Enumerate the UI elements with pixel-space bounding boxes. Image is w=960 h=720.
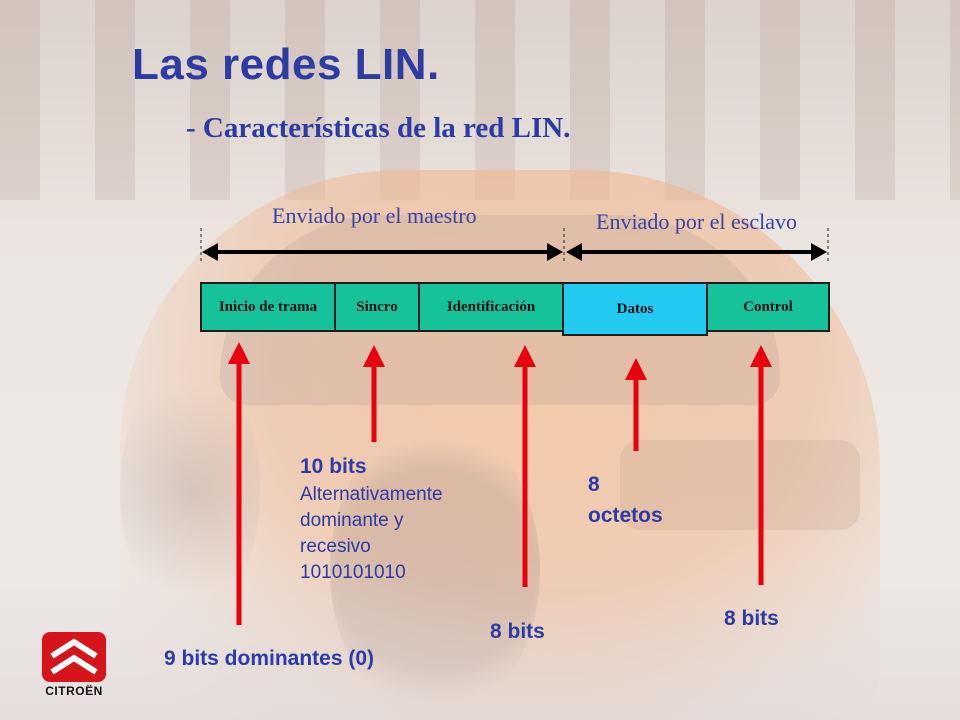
slave-section-label: Enviado por el esclavo (596, 209, 797, 234)
citroen-logo: CITROËN (38, 632, 110, 702)
control-size-label: 8 bits (724, 607, 779, 630)
start-pointer-arrow (228, 342, 250, 625)
ident-pointer-arrow (514, 345, 536, 587)
sync-size-label: 10 bits (300, 455, 367, 478)
data-size-line: octetos (588, 504, 663, 527)
control-pointer-arrow (750, 345, 772, 585)
citroen-chevrons-icon (42, 632, 106, 682)
background-ground (0, 560, 960, 720)
citroen-logo-text: CITROËN (45, 684, 103, 698)
data-size-label: 8 octetos (588, 469, 663, 531)
frame-field-data: Datos (562, 282, 708, 336)
sync-description: Alternativamente dominante y recesivo 10… (300, 482, 443, 586)
data-size-line: 8 (588, 473, 600, 496)
ident-size-label: 8 bits (490, 620, 545, 643)
background-car-body (120, 170, 880, 720)
frame-field-ident: Identificación (418, 282, 564, 332)
sync-description-line: dominante y (300, 510, 404, 531)
master-section-label: Enviado por el maestro (272, 203, 477, 228)
background-car-wheel (330, 420, 540, 720)
frame-field-sync: Sincro (334, 282, 420, 332)
frame-field-start: Inicio de trama (200, 282, 336, 332)
slave-double-arrow (566, 243, 827, 261)
slide-title: Las redes LIN. (132, 40, 440, 89)
background-car-grille (620, 440, 860, 530)
sync-description-line: recesivo (300, 536, 371, 557)
master-double-arrow (202, 243, 563, 261)
sync-pointer-arrow (363, 345, 385, 442)
sync-description-line: 1010101010 (300, 562, 406, 583)
data-pointer-arrow (625, 358, 647, 451)
slide-subtitle: - Características de la red LIN. (186, 112, 571, 144)
frame-field-control: Control (706, 282, 830, 332)
start-size-label: 9 bits dominantes (0) (164, 647, 375, 670)
background-building (0, 0, 960, 200)
sync-description-line: Alternativamente (300, 484, 443, 505)
